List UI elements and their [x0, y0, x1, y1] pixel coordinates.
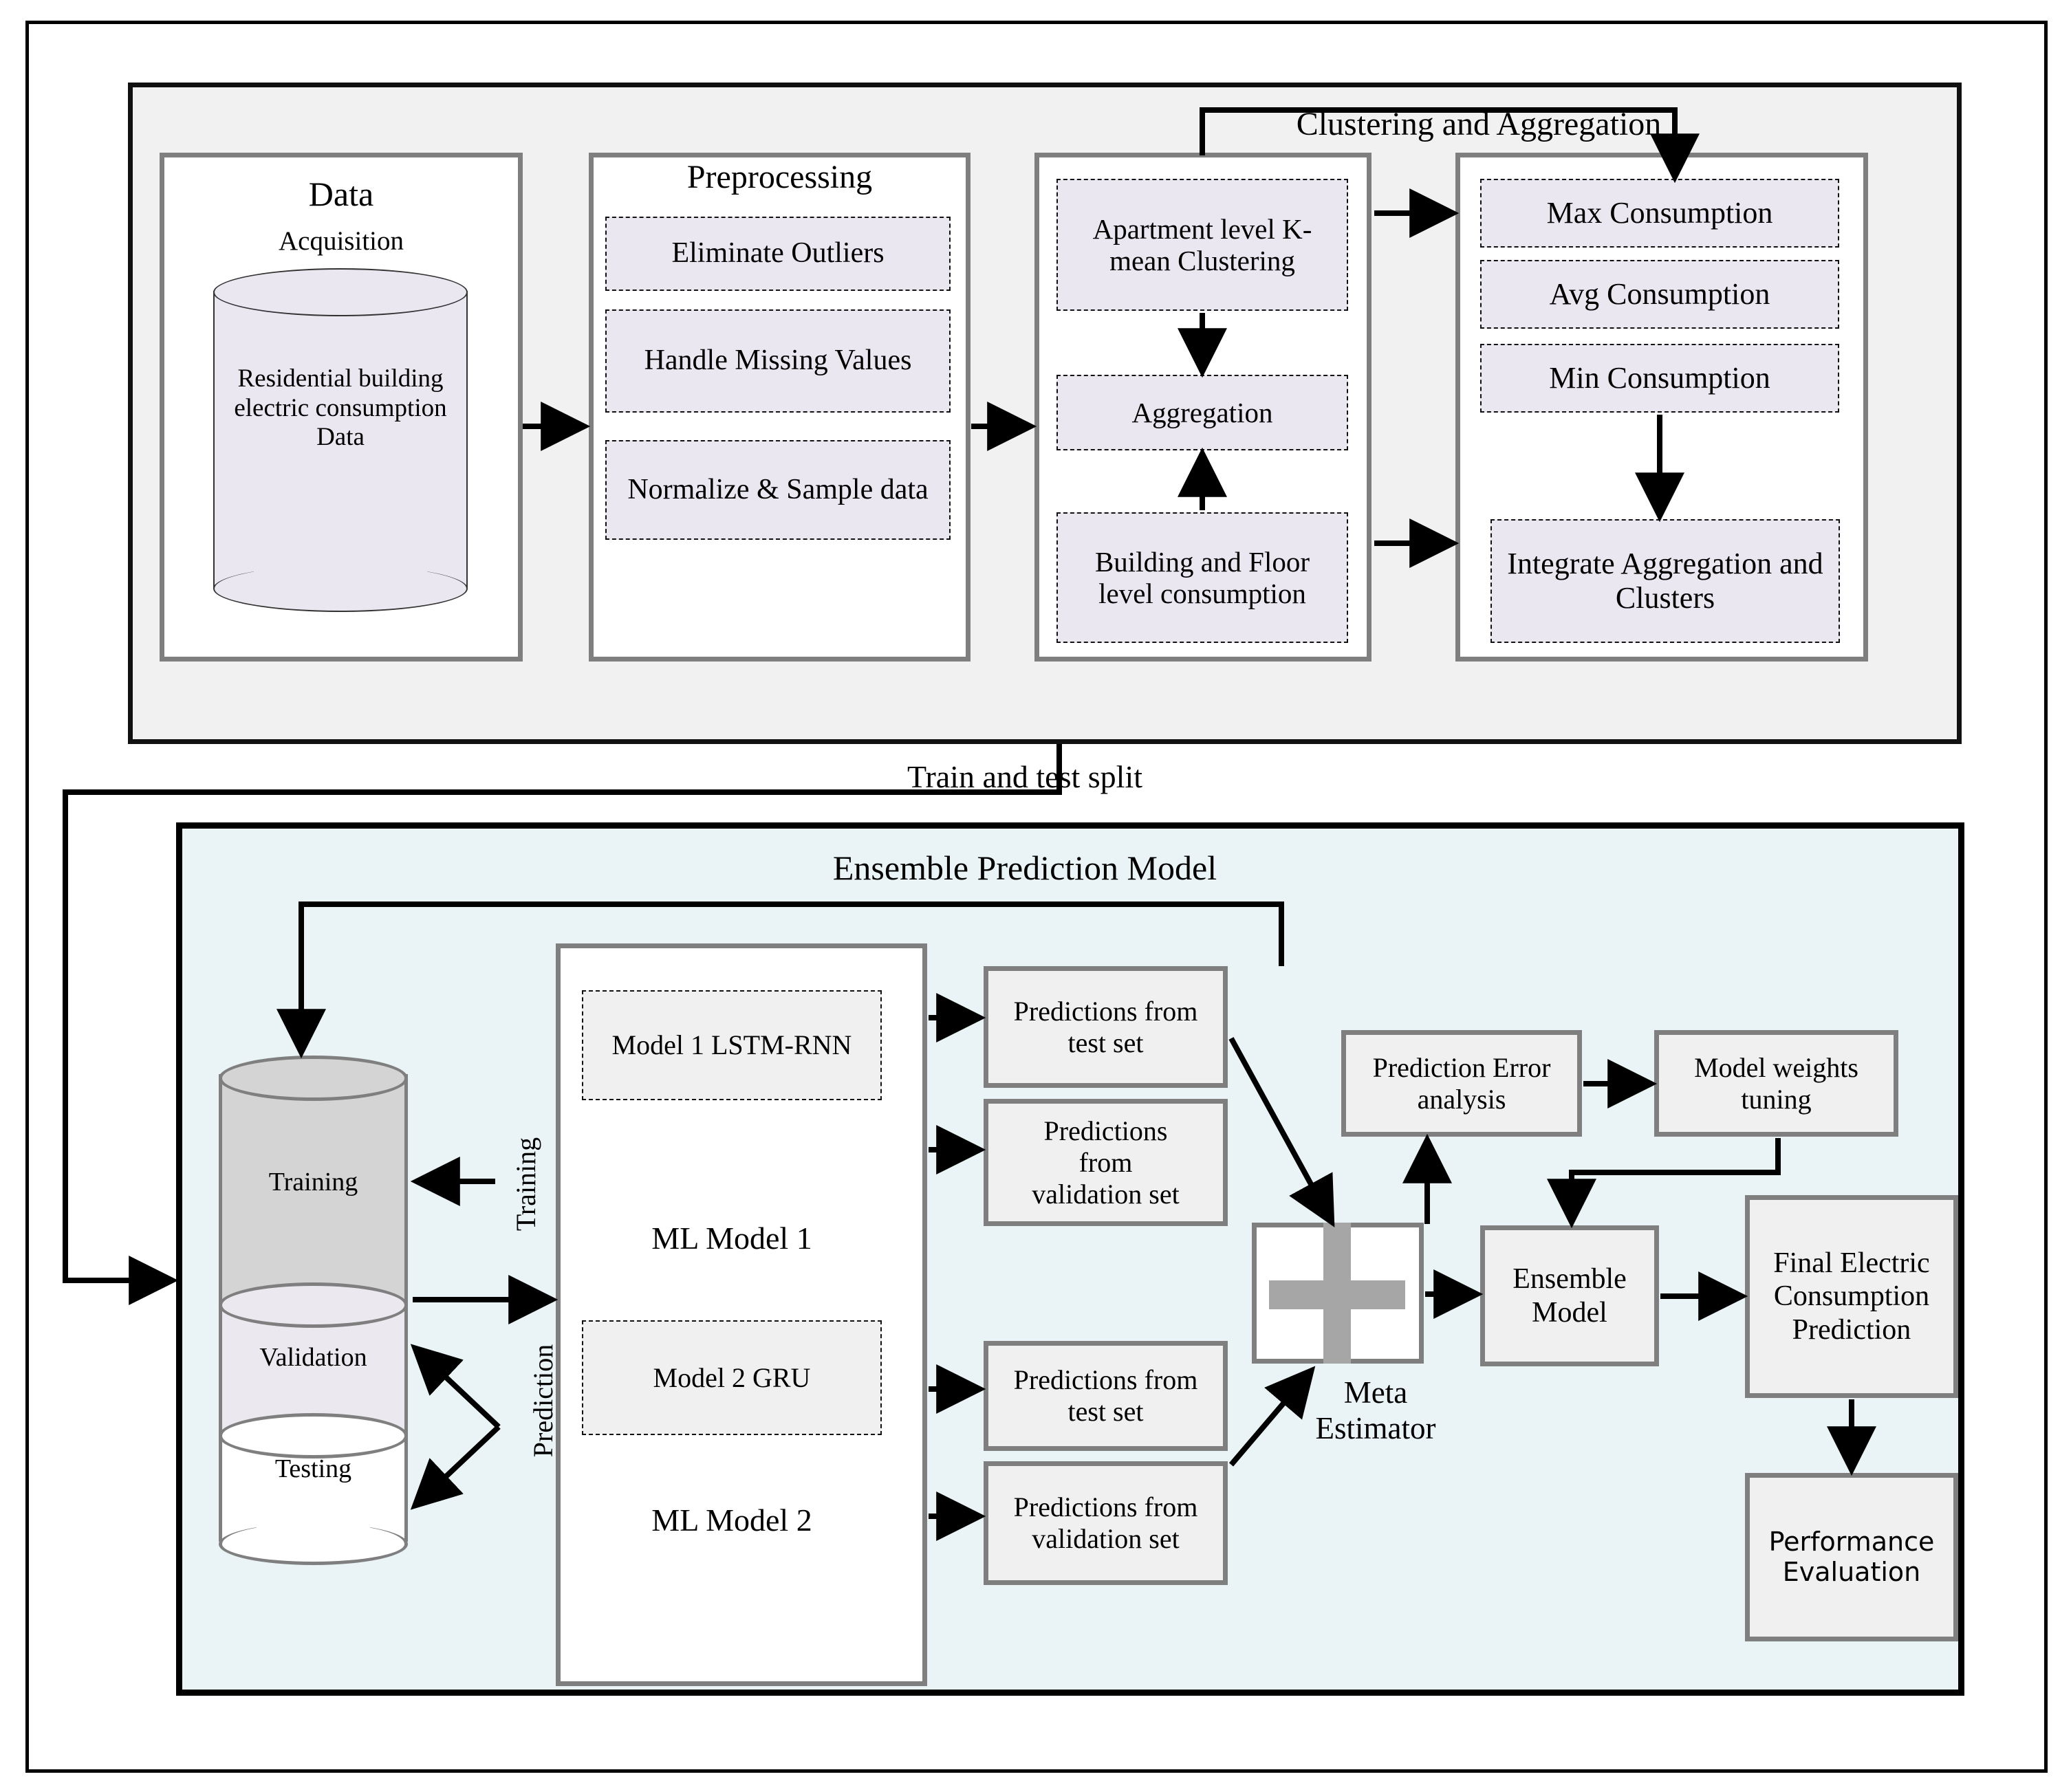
- train-test-split-label: Train and test split: [907, 759, 1143, 794]
- clustering-aggregation-title: Clustering and Aggregation: [1296, 106, 1662, 142]
- predictions-from-test-set-model2[interactable]: Predictions from test set: [984, 1341, 1228, 1451]
- clustering-step-aggregation[interactable]: Aggregation: [1056, 375, 1348, 450]
- model1-lstm-rnn-chip[interactable]: Model 1 LSTM-RNN: [582, 990, 882, 1100]
- cylinder-divider-training-validation: [219, 1282, 408, 1328]
- dataset-cylinder: Training Validation Testing: [219, 1056, 408, 1578]
- model-weights-tuning-box[interactable]: Model weights tuning: [1654, 1030, 1898, 1137]
- plus-icon-vertical-bar: [1323, 1223, 1351, 1364]
- edge-label-prediction: Prediction: [528, 1344, 559, 1458]
- preprocessing-step-eliminate-outliers[interactable]: Eliminate Outliers: [605, 217, 951, 291]
- cylinder-bottom-cap: [219, 1523, 408, 1565]
- ensemble-model-box[interactable]: Ensemble Model: [1480, 1225, 1659, 1366]
- model2-gru-chip[interactable]: Model 2 GRU: [582, 1320, 882, 1435]
- cylinder-divider-validation-testing: [219, 1413, 408, 1458]
- data-cylinder-bottom-cap: [213, 565, 468, 612]
- clustering-step-apartment-kmean[interactable]: Apartment level K-mean Clustering: [1056, 179, 1348, 311]
- aggregation-integrate-clusters[interactable]: Integrate Aggregation and Clusters: [1490, 519, 1840, 643]
- ml-model-2-caption: ML Model 2: [651, 1503, 812, 1538]
- data-acquisition-subtitle: Acquisition: [279, 226, 404, 256]
- final-electric-consumption-prediction-box[interactable]: Final Electric Consumption Prediction: [1745, 1195, 1958, 1398]
- prediction-error-analysis-box[interactable]: Prediction Error analysis: [1341, 1030, 1582, 1137]
- cylinder-label-training: Training: [268, 1168, 358, 1197]
- data-cylinder-top-cap: [213, 268, 468, 316]
- cylinder-top-cap: [219, 1056, 408, 1101]
- preprocessing-title: Preprocessing: [686, 159, 873, 195]
- edge-label-training: Training: [510, 1137, 541, 1232]
- aggregation-min-consumption[interactable]: Min Consumption: [1480, 344, 1839, 413]
- predictions-from-test-set-model1[interactable]: Predictions from test set: [984, 966, 1228, 1088]
- clustering-step-building-floor-consumption[interactable]: Building and Floor level consumption: [1056, 512, 1348, 643]
- ensemble-prediction-model-title: Ensemble Prediction Model: [832, 849, 1217, 887]
- meta-estimator-box[interactable]: [1252, 1223, 1424, 1364]
- predictions-from-validation-set-model2[interactable]: Predictions from validation set: [984, 1461, 1228, 1585]
- meta-estimator-label: Meta Estimator: [1315, 1375, 1436, 1445]
- data-acquisition-title: Data: [308, 175, 374, 213]
- preprocessing-step-normalize-sample[interactable]: Normalize & Sample data: [605, 440, 951, 540]
- predictions-from-validation-set-model1[interactable]: Predictions from validation set: [984, 1099, 1228, 1226]
- data-cylinder: Residential building electric consumptio…: [213, 268, 468, 612]
- cylinder-label-validation: Validation: [259, 1343, 367, 1372]
- data-cylinder-label: Residential building electric consumptio…: [234, 364, 447, 452]
- data-cylinder-body: [213, 291, 468, 588]
- cylinder-label-testing: Testing: [274, 1454, 352, 1483]
- preprocessing-step-handle-missing-values[interactable]: Handle Missing Values: [605, 309, 951, 413]
- aggregation-max-consumption[interactable]: Max Consumption: [1480, 179, 1839, 248]
- ml-model-1-caption: ML Model 1: [651, 1221, 812, 1256]
- aggregation-avg-consumption[interactable]: Avg Consumption: [1480, 260, 1839, 329]
- performance-evaluation-box[interactable]: Performance Evaluation: [1745, 1473, 1958, 1641]
